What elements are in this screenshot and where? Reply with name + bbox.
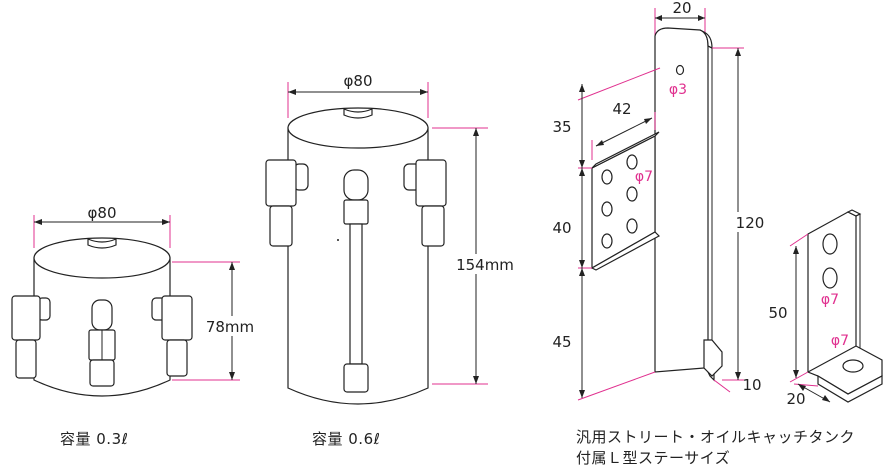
bracket-caption-line1: 汎用ストリート・オイルキャッチタンク <box>576 428 856 446</box>
small-tank-diameter-label: φ80 <box>88 204 117 222</box>
bracket-caption-line2: 付属Ｌ型ステーサイズ <box>576 449 731 467</box>
bracket-foot-label: 10 <box>742 376 761 394</box>
large-tank-diameter-label: φ80 <box>344 72 373 90</box>
small-tank-caption: 容量 0.3ℓ <box>60 430 129 448</box>
l-bracket: φ7 φ7 50 20 <box>762 209 883 408</box>
long-bracket: 20 φ3 φ7 42 <box>548 0 766 401</box>
bracket-total-height-label: 120 <box>736 214 765 232</box>
l-bracket-height-label: 50 <box>768 304 787 322</box>
bracket-seg-bottom-label: 45 <box>552 333 571 351</box>
l-bracket-width-label: 20 <box>786 390 805 408</box>
small-tank-height-label: 78mm <box>206 318 254 336</box>
bracket-seg-mid-label: 40 <box>552 219 571 237</box>
bracket-top-hole-label: φ3 <box>669 82 687 98</box>
bracket-plate-hole-label: φ7 <box>635 169 653 185</box>
l-bracket-upper-hole-label: φ7 <box>821 292 839 308</box>
bracket-seg-top-label: 35 <box>552 118 571 136</box>
large-tank-caption: 容量 0.6ℓ <box>312 430 381 448</box>
large-tank-height-label: 154mm <box>456 256 514 274</box>
small-tank: φ80 78mm <box>11 204 262 397</box>
bracket-width-label: 20 <box>672 0 691 17</box>
bracket-plate-width-label: 42 <box>612 100 631 118</box>
l-bracket-foot-hole-label: φ7 <box>831 333 849 349</box>
large-tank: φ80 154mm <box>265 72 522 405</box>
